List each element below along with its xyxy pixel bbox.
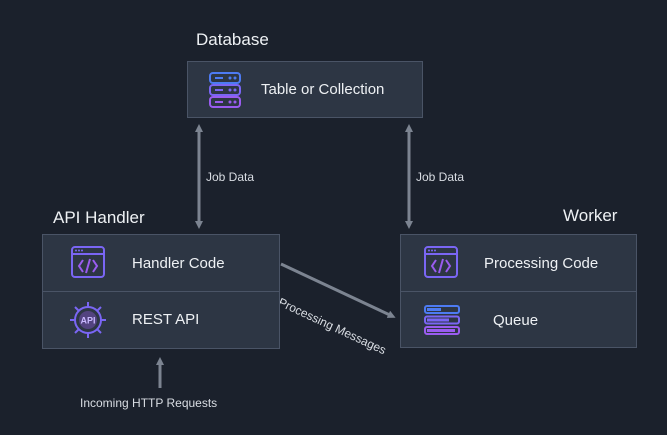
code-window-icon [70, 245, 106, 284]
right-job-data-label: Job Data [416, 170, 465, 184]
handler-code-row[interactable]: Handler Code [43, 235, 279, 292]
worker-box[interactable]: Processing Code Queue [400, 234, 637, 348]
api-handler-box[interactable]: Handler Code API REST API [42, 234, 280, 349]
handler-code-label: Handler Code [132, 255, 225, 272]
queue-label: Queue [493, 312, 539, 329]
database-title: Database [196, 30, 269, 49]
api-gear-icon: API [68, 300, 108, 345]
rest-api-row[interactable]: API REST API [43, 292, 279, 349]
api-handler-divider [43, 291, 279, 292]
queue-icon [423, 304, 461, 341]
processing-code-row[interactable]: Processing Code [401, 235, 636, 292]
code-window-icon [423, 245, 459, 284]
worker-divider [401, 291, 636, 292]
server-rack-icon [208, 72, 242, 113]
database-item-label: Table or Collection [261, 81, 385, 98]
worker-title: Worker [563, 206, 618, 225]
rest-api-label: REST API [132, 311, 200, 328]
queue-row[interactable]: Queue [401, 292, 636, 349]
incoming-requests-label: Incoming HTTP Requests [80, 396, 218, 410]
svg-text:API: API [80, 316, 95, 326]
processing-messages-arrow [280, 262, 396, 318]
processing-code-label: Processing Code [484, 255, 599, 272]
database-box[interactable]: Table or Collection [187, 61, 423, 118]
api-handler-title: API Handler [53, 208, 145, 227]
left-job-data-label: Job Data [206, 170, 255, 184]
